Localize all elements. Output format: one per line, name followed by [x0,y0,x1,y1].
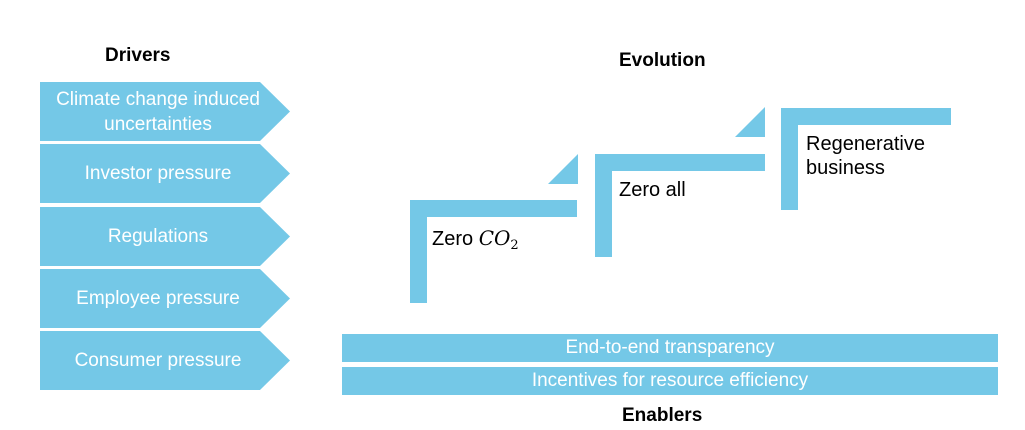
enablers-heading: Enablers [622,405,703,426]
step-zero-co2-label: Zero CO2 [432,226,519,253]
drivers-heading: Drivers [105,45,171,66]
driver-label: Climate change induced uncertainties [56,88,260,135]
enabler-bar-transparency: End-to-end transparency [342,334,998,362]
step-zero-co2-horizontal [410,200,577,217]
step-zero-all-horizontal [595,154,765,171]
driver-label: Employee pressure [76,288,240,309]
evolution-heading: Evolution [619,50,706,71]
driver-chevron-climate: Climate change induced uncertainties [40,82,290,141]
step-regenerative-horizontal [781,108,951,125]
step-zero-all-label: Zero all [619,179,686,201]
driver-chevron-employee: Employee pressure [40,269,290,328]
step-arrow-triangle-2 [735,107,765,137]
driver-label: Investor pressure [84,163,232,184]
enabler-bar-incentives: Incentives for resource efficiency [342,367,998,395]
driver-chevron-investor: Investor pressure [40,144,290,203]
driver-chevron-regulations: Regulations [40,207,290,266]
step-zero-all-vertical [595,154,612,257]
driver-label: Regulations [107,226,209,247]
step-regenerative-vertical [781,108,798,210]
driver-label: Consumer pressure [74,350,242,371]
step-zero-co2-vertical [410,200,427,303]
step-arrow-triangle-1 [548,154,578,184]
driver-chevron-consumer: Consumer pressure [40,331,290,390]
step-regenerative-label: Regenerative business [806,133,925,179]
